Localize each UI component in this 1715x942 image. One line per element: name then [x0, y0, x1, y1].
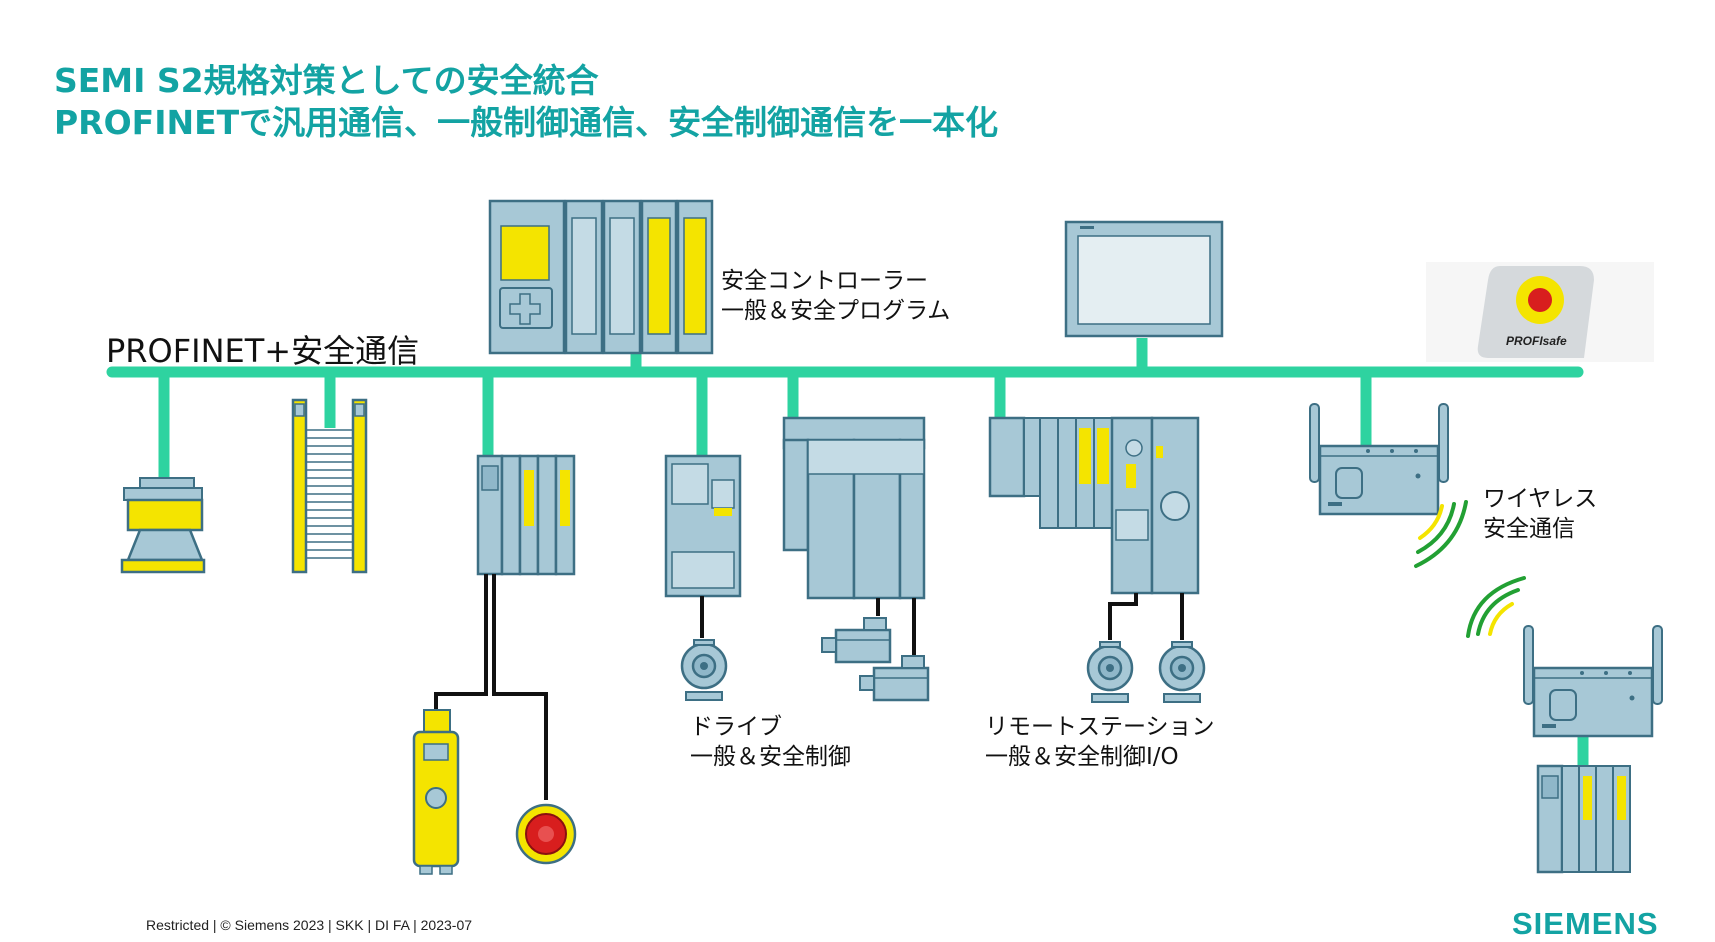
controller-label-line-2: 一般＆安全プログラム — [721, 298, 951, 324]
field-wiring — [434, 574, 548, 800]
wireless-label-line-2: 安全通信 — [1483, 516, 1575, 542]
remote-station-label-line-1: リモートステーション — [985, 714, 1215, 740]
safety-scanner-icon — [120, 477, 206, 574]
motor-icon — [1086, 640, 1134, 704]
remote-motor-wiring — [1108, 593, 1184, 640]
emergency-stop-icon — [515, 803, 577, 865]
servo-drive-icon — [782, 416, 926, 600]
safety-controller-icon — [488, 199, 714, 355]
bus-label: PROFINET+安全通信 — [106, 332, 420, 370]
page-title: SEMI S2規格対策としての安全統合 PROFINETで汎用通信、一般制御通信… — [54, 60, 998, 144]
profisafe-logo-icon: PROFIsafe — [1426, 262, 1654, 362]
io-module-icon — [1536, 764, 1631, 874]
controller-label-line-1: 安全コントローラー — [721, 268, 928, 294]
remote-station-label: リモートステーション 一般＆安全制御I/O — [985, 712, 1215, 772]
io-module-icon — [476, 454, 576, 576]
motor-icon — [680, 638, 728, 702]
title-line-1: SEMI S2規格対策としての安全統合 — [54, 61, 599, 100]
drive-label: ドライブ 一般＆安全制御 — [690, 712, 851, 772]
servo-wiring — [876, 598, 916, 656]
servo-motor-icon — [820, 616, 892, 664]
drive-label-line-2: 一般＆安全制御 — [690, 744, 851, 770]
hmi-panel-icon — [1064, 220, 1224, 338]
door-switch-icon — [412, 709, 460, 875]
footer-text: Restricted | © Siemens 2023 | SKK | DI F… — [146, 917, 473, 933]
radio-waves-icon — [1414, 500, 1526, 638]
light-curtain-icon — [291, 398, 368, 574]
wireless-label-line-1: ワイヤレス — [1483, 486, 1598, 512]
controller-label: 安全コントローラー 一般＆安全プログラム — [721, 266, 950, 326]
wireless-label: ワイヤレス 安全通信 — [1483, 484, 1597, 544]
siemens-logo: SIEMENS — [1512, 906, 1659, 941]
profisafe-logo-text: PROFIsafe — [1506, 334, 1567, 348]
drive-label-line-1: ドライブ — [690, 714, 782, 740]
remote-station-label-line-2: 一般＆安全制御I/O — [985, 744, 1179, 770]
title-line-2: PROFINETで汎用通信、一般制御通信、安全制御通信を一本化 — [54, 103, 999, 142]
wireless-access-point-icon — [1308, 402, 1450, 516]
drive-icon — [664, 454, 742, 598]
remote-station-icon — [988, 416, 1200, 595]
wireless-access-point-icon — [1522, 624, 1664, 738]
motor-icon — [1158, 640, 1206, 704]
